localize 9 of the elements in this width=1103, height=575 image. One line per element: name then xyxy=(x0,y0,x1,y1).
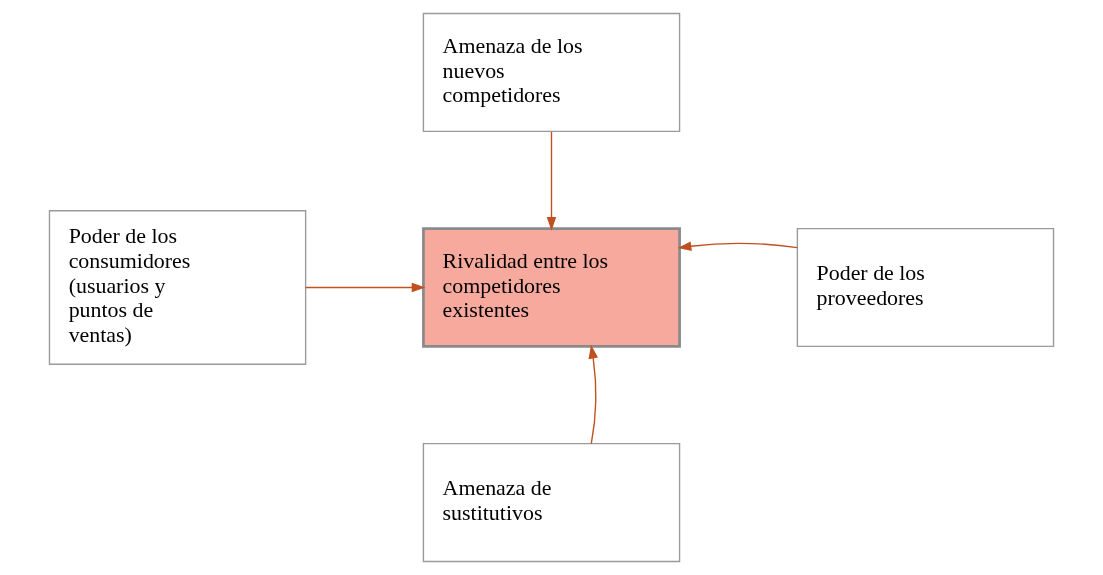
node-box: Amenaza de sustitutivos xyxy=(422,442,681,563)
arrow xyxy=(305,282,426,293)
arrow xyxy=(588,344,598,445)
arrow xyxy=(677,241,798,251)
node-box: Rivalidad entre los competidores existentes xyxy=(422,227,681,348)
arrow xyxy=(546,131,557,231)
node-box: Poder de los consumidores (usuarios y puntos de ventas) xyxy=(48,210,307,365)
node-box: Amenaza de los nuevos competidores xyxy=(422,12,681,133)
node-box: Poder de los proveedores xyxy=(796,227,1055,348)
